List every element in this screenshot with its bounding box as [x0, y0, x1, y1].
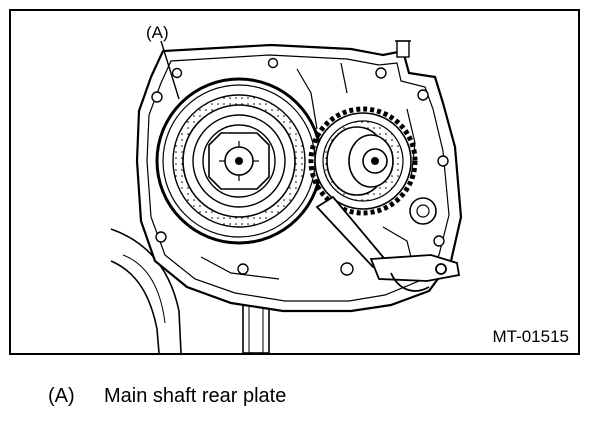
- transmission-illustration: [110, 40, 463, 353]
- lever-arm: [315, 195, 461, 292]
- main-shaft-rear-plate: [155, 77, 323, 245]
- legend: (A) Main shaft rear plate: [48, 384, 286, 408]
- figure-code: MT-01515: [492, 327, 569, 346]
- counter-shaft-gear: [308, 106, 418, 216]
- figure-frame: (A) MT-01515: [9, 9, 580, 355]
- callout-label-a: (A): [146, 23, 169, 42]
- legend-text: Main shaft rear plate: [104, 385, 287, 407]
- legend-item: (A) Main shaft rear plate: [48, 384, 286, 408]
- callout-leader-line: [160, 40, 180, 100]
- legend-key: (A): [48, 385, 75, 407]
